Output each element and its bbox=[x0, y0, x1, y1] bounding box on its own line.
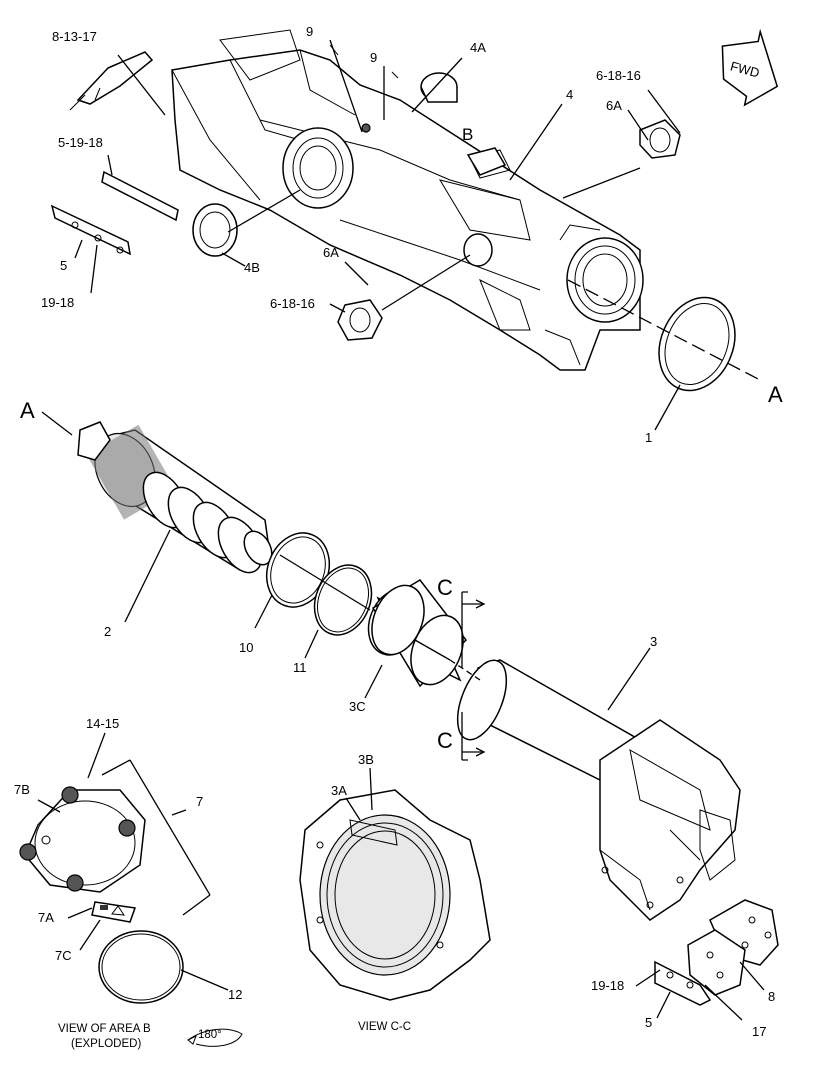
captions: VIEW OF AREA B (EXPLODED) VIEW C-C 180° bbox=[58, 1021, 411, 1050]
label-A-left: A bbox=[20, 398, 35, 423]
label-14-15: 14-15 bbox=[86, 716, 119, 731]
label-19-18-right: 19-18 bbox=[591, 978, 624, 993]
label-1: 1 bbox=[645, 430, 652, 445]
label-3: 3 bbox=[650, 634, 657, 649]
label-A-right: A bbox=[768, 382, 783, 407]
rotation-arrow-icon bbox=[187, 1028, 243, 1047]
label-3A: 3A bbox=[331, 783, 347, 798]
label-10: 10 bbox=[239, 640, 253, 655]
label-7A: 7A bbox=[38, 910, 54, 925]
label-4A: 4A bbox=[470, 40, 486, 55]
seal-ring-1 bbox=[658, 296, 736, 392]
label-6-18-16-mid: 6-18-16 bbox=[270, 296, 315, 311]
label-12: 12 bbox=[228, 987, 242, 1002]
main-housing bbox=[171, 29, 644, 371]
view-cc-cylinder bbox=[299, 789, 491, 1001]
label-4B: 4B bbox=[244, 260, 260, 275]
shaft-assembly bbox=[77, 421, 273, 574]
fwd-label: FWD bbox=[729, 58, 761, 80]
bottom-right-parts bbox=[654, 899, 779, 1006]
label-8: 8 bbox=[768, 989, 775, 1004]
cover-plate-7 bbox=[19, 786, 184, 1004]
label-6A-mid: 6A bbox=[323, 245, 339, 260]
label-2: 2 bbox=[104, 624, 111, 639]
label-6A-top: 6A bbox=[606, 98, 622, 113]
label-9-a: 9 bbox=[306, 24, 313, 39]
label-5-left: 5 bbox=[60, 258, 67, 273]
label-19-18-left: 19-18 bbox=[41, 295, 74, 310]
label-3B: 3B bbox=[358, 752, 374, 767]
label-B: B bbox=[462, 125, 473, 144]
section-line-cc bbox=[461, 591, 486, 761]
label-6-18-16-top: 6-18-16 bbox=[596, 68, 641, 83]
callout-labels: 8-13-17 9 9 4A 6-18-16 6A 4 B 5-19-18 5 … bbox=[14, 24, 783, 1039]
label-7: 7 bbox=[196, 794, 203, 809]
label-5-right: 5 bbox=[645, 1015, 652, 1030]
caption-view-cc: VIEW C-C bbox=[358, 1021, 411, 1033]
label-17: 17 bbox=[752, 1024, 766, 1039]
rings-10-11 bbox=[266, 532, 373, 636]
top-small-parts bbox=[50, 44, 681, 341]
label-C-top: C bbox=[437, 575, 453, 600]
sleeve-3C bbox=[367, 579, 467, 688]
label-3C: 3C bbox=[349, 699, 366, 714]
label-5-19-18: 5-19-18 bbox=[58, 135, 103, 150]
label-7C: 7C bbox=[55, 948, 72, 963]
caption-exploded: (EXPLODED) bbox=[71, 1038, 141, 1050]
label-11: 11 bbox=[293, 660, 307, 675]
label-7B: 7B bbox=[14, 782, 30, 797]
tube-3 bbox=[456, 659, 741, 921]
caption-view-area-b: VIEW OF AREA B bbox=[58, 1023, 151, 1035]
label-8-13-17: 8-13-17 bbox=[52, 29, 97, 44]
caption-rotation: 180° bbox=[198, 1029, 222, 1041]
leader-lines bbox=[37, 39, 765, 1021]
label-C-bottom: C bbox=[437, 728, 453, 753]
label-4: 4 bbox=[566, 87, 573, 102]
fwd-direction-arrow bbox=[721, 28, 779, 107]
label-9-b: 9 bbox=[370, 50, 377, 65]
